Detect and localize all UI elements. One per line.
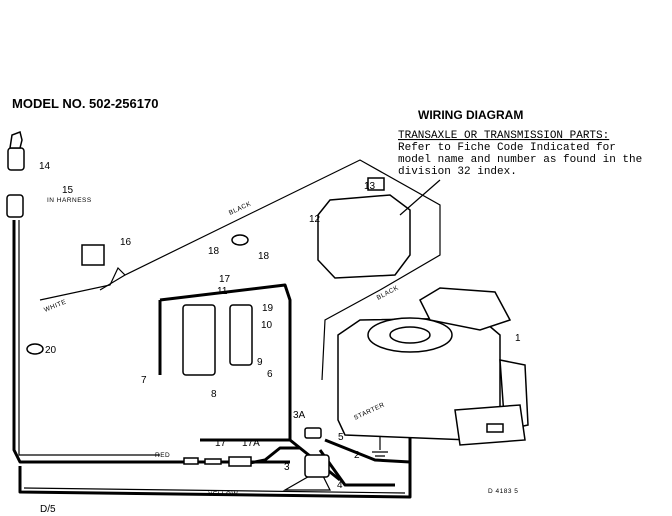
- note-line-3: division 32 index.: [398, 166, 517, 178]
- callout-17-upper: 17: [219, 274, 231, 285]
- note-line-1: Refer to Fiche Code Indicated for: [398, 142, 616, 154]
- harness-connector-icon: [6, 194, 24, 218]
- callout-4: 4: [337, 480, 343, 491]
- cable-2: [324, 420, 412, 464]
- white-wire: [99, 274, 126, 291]
- callout-14: 14: [39, 161, 51, 172]
- red-wire: [18, 220, 160, 456]
- shift-lever-icon: [399, 179, 441, 216]
- engine-fitting-icon: [486, 423, 504, 433]
- callout-15: 15: [62, 185, 74, 196]
- engine-top-icon: [419, 287, 512, 331]
- callout-18-left: 18: [208, 246, 220, 257]
- callout-3: 3: [284, 462, 290, 473]
- terminal-3a-icon: [304, 427, 322, 439]
- ignition-key-icon: [9, 131, 23, 149]
- label-black-right: BLACK: [376, 284, 400, 301]
- grommet-icon: [26, 343, 44, 355]
- model-number: MODEL NO. 502-256170: [12, 96, 158, 111]
- callout-10: 10: [261, 320, 273, 331]
- yellow-wire-inner: [23, 487, 406, 494]
- solenoid-icon: [182, 304, 216, 376]
- fuse-17-icon: [204, 458, 222, 465]
- callout-7: 7: [141, 375, 147, 386]
- fuse-17a-icon: [228, 456, 252, 467]
- wire-harness-loop: [158, 283, 341, 482]
- fuse-holder-icon: [183, 457, 199, 465]
- label-red: RED: [155, 452, 170, 459]
- callout-18-right: 18: [258, 251, 270, 262]
- solenoid-bracket: [282, 469, 331, 491]
- callout-19: 19: [262, 303, 274, 314]
- label-in-harness: IN HARNESS: [47, 197, 92, 204]
- callout-13: 13: [364, 181, 376, 192]
- rectifier-icon: [229, 304, 253, 366]
- ignition-switch-icon: [7, 147, 25, 171]
- components: [6, 131, 529, 478]
- callout-2: 2: [354, 450, 360, 461]
- callout-11: 11: [217, 286, 228, 297]
- harness-wire-left: [12, 220, 290, 464]
- callout-5: 5: [338, 432, 344, 443]
- page-ref: D/5: [40, 504, 56, 515]
- red-wire-connector: [239, 446, 300, 467]
- black-wire-top: [39, 159, 441, 381]
- switch-13-icon: [367, 177, 385, 191]
- callout-6: 6: [267, 369, 273, 380]
- callout-12: 12: [309, 214, 321, 225]
- drawing-id: D 4183 5: [488, 488, 518, 495]
- callout-17: 17: [215, 438, 227, 449]
- callout-9: 9: [257, 357, 263, 368]
- label-white: WHITE: [43, 299, 68, 314]
- label-yellow: YELLOW: [208, 491, 238, 498]
- callout-16: 16: [120, 237, 132, 248]
- engine-air-cleaner-cap-icon: [389, 326, 431, 344]
- transaxle-icon: [317, 194, 411, 279]
- switch-18-icon: [231, 234, 249, 246]
- callout-20: 20: [45, 345, 57, 356]
- callout-3a: 3A: [293, 410, 306, 421]
- starter-solenoid-icon: [304, 454, 330, 478]
- note-line-2: model name and number as found in the: [398, 154, 642, 166]
- callout-1: 1: [515, 333, 521, 344]
- callout-8: 8: [211, 389, 217, 400]
- callout-17a: 17A: [242, 438, 260, 449]
- note-heading: TRANSAXLE OR TRANSMISSION PARTS:: [398, 130, 609, 142]
- diagram-title: WIRING DIAGRAM: [418, 108, 523, 122]
- safety-switch-icon: [81, 244, 105, 266]
